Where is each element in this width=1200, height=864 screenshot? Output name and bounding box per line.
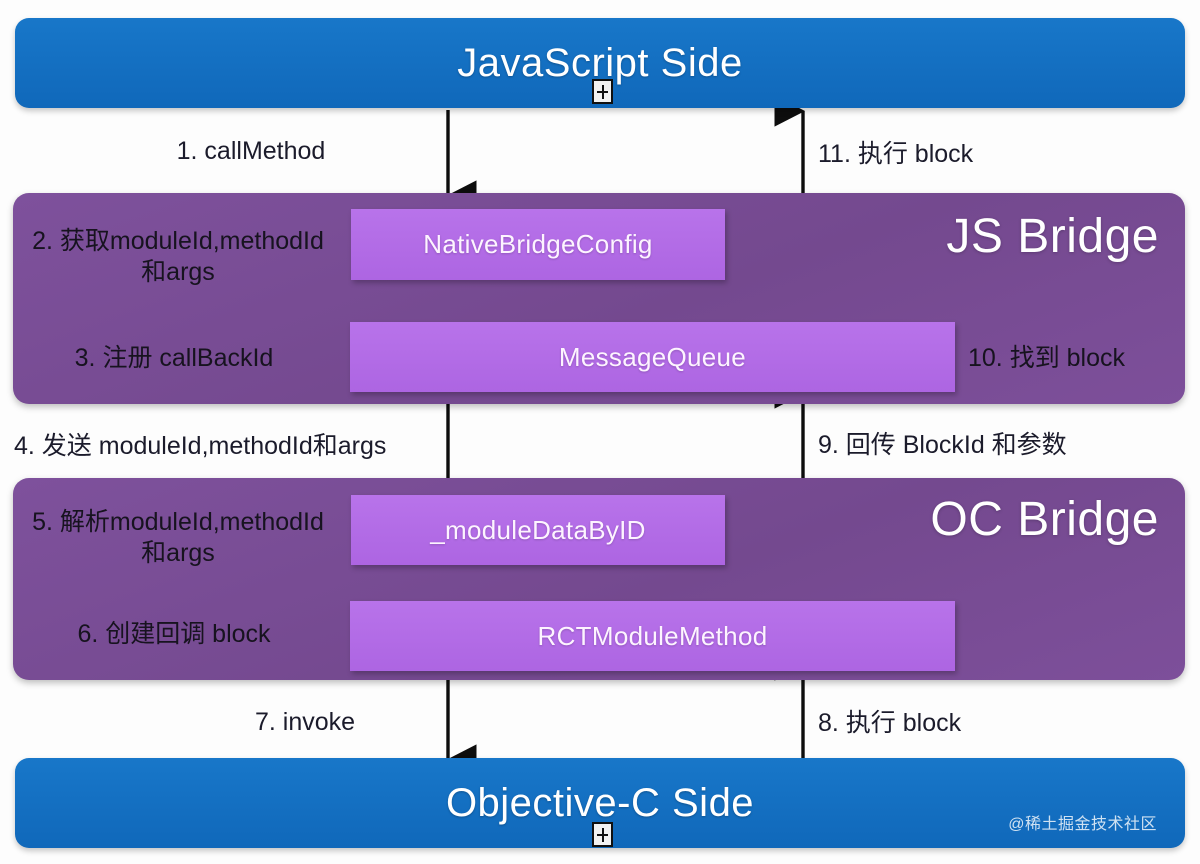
step-label-3: 3. 注册 callBackId <box>74 344 274 372</box>
module-rct-module-method-label: RCTModuleMethod <box>537 620 768 651</box>
javascript-side-title: JavaScript Side <box>457 40 743 85</box>
step-label-10: 10. 找到 block <box>968 344 1126 372</box>
module-rct-module-method[interactable]: RCTModuleMethod <box>350 601 955 671</box>
step-label-6: 6. 创建回调 block <box>77 620 271 648</box>
module-native-bridge-config-label: NativeBridgeConfig <box>423 229 653 259</box>
watermark-label: @稀土掘金技术社区 <box>1008 816 1157 833</box>
module-message-queue-label: MessageQueue <box>558 341 747 372</box>
js-bridge-panel: JS Bridge NativeBridgeConfig MessageQueu… <box>13 193 1185 404</box>
move-cursor-icon <box>592 79 613 104</box>
module-module-data-by-id-label: _moduleDataByID <box>430 514 646 545</box>
move-cursor-icon-bottom <box>592 822 613 847</box>
step-label-2: 2. 获取moduleId,methodId 和args <box>32 227 324 286</box>
js-bridge-title: JS Bridge <box>946 210 1159 263</box>
step-label-4: 4. 发送 moduleId,methodId和args <box>14 432 387 460</box>
module-module-data-by-id[interactable]: _moduleDataByID <box>351 495 725 565</box>
step-label-7: 7. invoke <box>254 708 356 736</box>
module-message-queue[interactable]: MessageQueue <box>350 322 955 392</box>
oc-bridge-title: OC Bridge <box>930 493 1159 546</box>
step-label-11: 11. 执行 block <box>818 140 974 168</box>
step-label-9: 9. 回传 BlockId 和参数 <box>818 431 1067 459</box>
module-native-bridge-config[interactable]: NativeBridgeConfig <box>351 209 725 280</box>
objective-c-side-title: Objective-C Side <box>445 780 755 825</box>
step-label-8: 8. 执行 block <box>818 709 962 737</box>
step-label-1: 1. callMethod <box>176 137 326 165</box>
oc-bridge-panel: OC Bridge _moduleDataByID RCTModuleMetho… <box>13 478 1185 680</box>
step-label-5: 5. 解析moduleId,methodId 和args <box>32 508 324 567</box>
